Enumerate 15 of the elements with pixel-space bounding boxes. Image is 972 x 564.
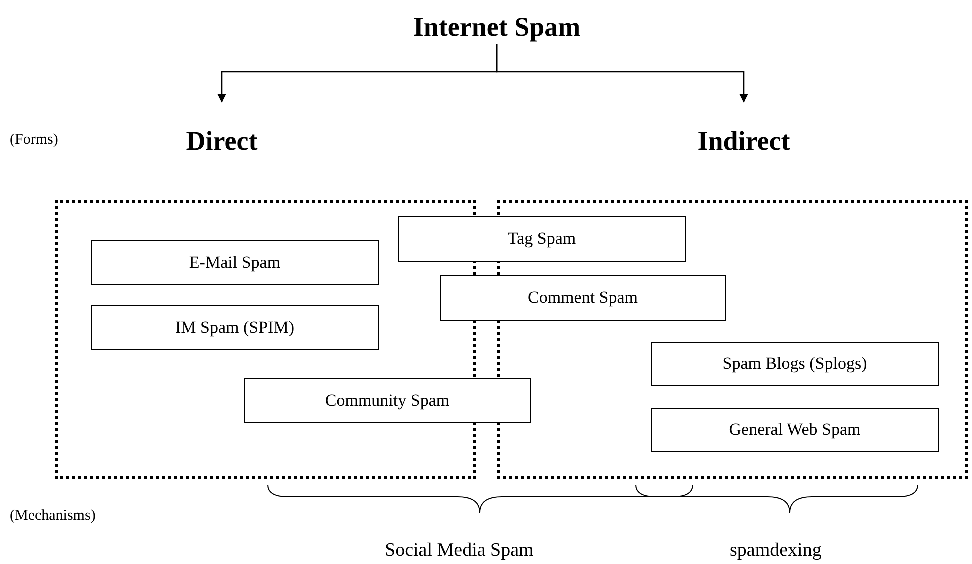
brace-label: Social Media Spam (385, 540, 534, 562)
arrow (496, 44, 749, 103)
category-box: IM Spam (SPIM) (91, 305, 379, 350)
category-box: Spam Blogs (Splogs) (651, 342, 939, 386)
category-box: Comment Spam (440, 275, 726, 321)
category-box: E-Mail Spam (91, 240, 379, 285)
side-note: (Mechanisms) (10, 508, 96, 525)
title-text: Internet Spam (412, 10, 582, 44)
category-box: Tag Spam (398, 216, 686, 262)
brace-label: spamdexing (730, 540, 822, 562)
heading-text: Indirect (680, 124, 808, 158)
category-box: Community Spam (244, 378, 531, 423)
heading-text: Direct (170, 124, 274, 158)
side-note: (Forms) (10, 132, 58, 149)
category-box: General Web Spam (651, 408, 939, 452)
